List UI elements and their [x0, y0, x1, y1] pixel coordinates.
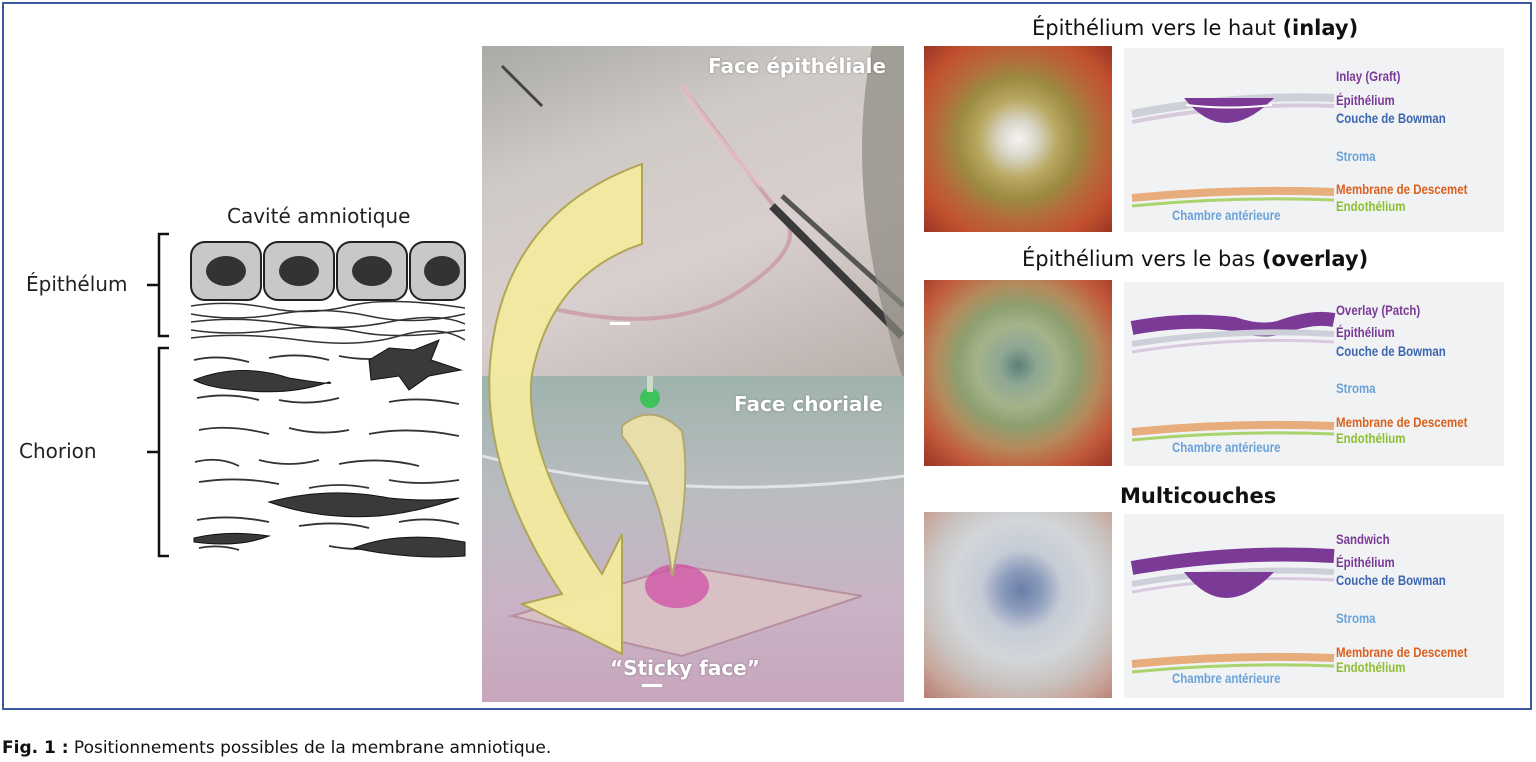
epithelial-face-photo [482, 46, 904, 376]
fibroblasts [192, 339, 466, 558]
overlay-stroma-label: Stroma [1336, 380, 1376, 396]
eye-photo-overlay [924, 280, 1112, 466]
section-title-inlay-bold: (inlay) [1282, 16, 1359, 40]
overlay-chamber-label: Chambre antérieure [1172, 439, 1281, 455]
inlay-descemet-label: Membrane de Descemet [1336, 181, 1468, 197]
caption-prefix: Fig. 1 : [2, 738, 69, 758]
epithelium-side-label: Épithélum [26, 272, 128, 296]
layer-diagram-overlay [1124, 282, 1504, 466]
multilayer-bowman-label: Couche de Bowman [1336, 572, 1446, 588]
section-title-overlay: Épithélium vers le bas (overlay) [1022, 247, 1368, 271]
sponge [621, 413, 687, 577]
chorion-bracket [147, 346, 169, 558]
caption-text: Positionnements possibles de la membrane… [68, 738, 552, 758]
inlay-epithelium-label: Épithélium [1336, 92, 1395, 108]
forceps [769, 203, 904, 339]
epithelium-bracket [147, 232, 169, 338]
chorion-fibres [193, 354, 460, 551]
inlay-graft-label: Inlay (Graft) [1336, 68, 1401, 84]
section-title-inlay: Épithélium vers le haut (inlay) [1032, 16, 1358, 40]
chorial-face-label: Face choriale [734, 392, 883, 416]
overlay-descemet-label: Membrane de Descemet [1336, 414, 1468, 430]
chorion-side-label: Chorion [19, 439, 97, 463]
inlay-stroma-label: Stroma [1336, 148, 1376, 164]
section-title-overlay-bold: (overlay) [1261, 247, 1369, 271]
flip-arrow [488, 162, 643, 656]
overlay-graft-label: Overlay (Patch) [1336, 302, 1421, 318]
amniotic-cavity-label: Cavité amniotique [227, 204, 411, 228]
inlay-endothelium-label: Endothélium [1336, 198, 1406, 214]
inlay-chamber-label: Chambre antérieure [1172, 207, 1281, 223]
section-title-multilayer: Multicouches [1120, 484, 1276, 508]
multilayer-stroma-label: Stroma [1336, 610, 1376, 626]
multilayer-endothelium-label: Endothélium [1336, 659, 1406, 675]
layer-diagram-inlay [1124, 48, 1504, 232]
inlay-bowman-label: Couche de Bowman [1336, 110, 1446, 126]
multilayer-graft-label: Sandwich [1336, 531, 1390, 547]
multilayer-descemet-label: Membrane de Descemet [1336, 644, 1468, 660]
section-title-multilayer-bold: Multicouches [1120, 484, 1277, 508]
multilayer-epithelium-label: Épithélium [1336, 554, 1395, 570]
section-title-overlay-plain: Épithélium vers le bas [1022, 247, 1262, 271]
sticky-face-label: “Sticky face” [610, 656, 760, 680]
histology-schematic [147, 232, 466, 558]
eye-photo-inlay [924, 46, 1112, 232]
eye-photo-multilayer [924, 512, 1112, 698]
overlay-bowman-label: Couche de Bowman [1336, 343, 1446, 359]
layer-diagram-multilayer [1124, 514, 1504, 698]
overlay-endothelium-label: Endothélium [1336, 430, 1406, 446]
overlay-epithelium-label: Épithélium [1336, 324, 1395, 340]
multilayer-chamber-label: Chambre antérieure [1172, 670, 1281, 686]
epithelial-face-label: Face épithéliale [708, 54, 887, 78]
figure-frame: Cavité amniotique Épithélum Chorion [2, 2, 1532, 710]
epithelial-cells [190, 241, 466, 301]
figure-caption: Fig. 1 : Positionnements possibles de la… [2, 738, 551, 758]
section-title-inlay-plain: Épithélium vers le haut [1032, 16, 1283, 40]
basement-fibres [190, 300, 466, 344]
